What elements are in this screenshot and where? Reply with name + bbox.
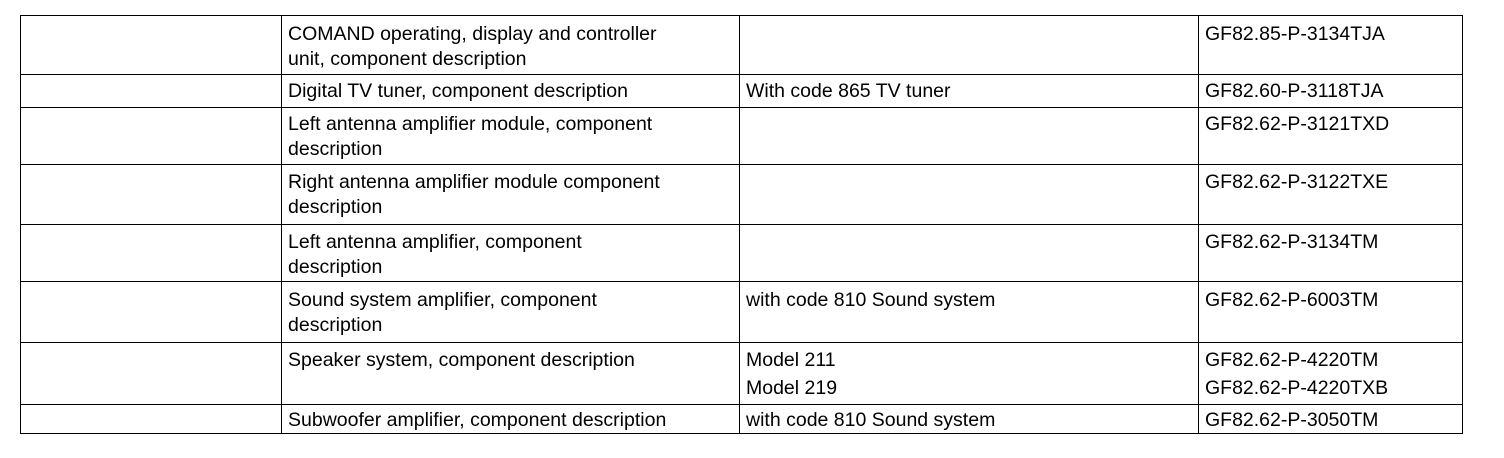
- condition-cell: [739, 224, 1199, 282]
- condition-text: with code 810 Sound system: [746, 289, 996, 311]
- component-text: Left antenna amplifier, component: [288, 231, 582, 253]
- table-row: Digital TV tuner, component description …: [20, 74, 1463, 108]
- component-text: Digital TV tuner, component description: [288, 80, 628, 102]
- condition-text: Model 219: [746, 377, 838, 399]
- component-text: Subwoofer amplifier, component descripti…: [288, 409, 667, 431]
- document-number: GF82.62-P-6003TM: [1205, 289, 1379, 311]
- component-text: Right antenna amplifier module component: [288, 171, 660, 193]
- document-cell: GF82.62-P-3050TM: [1198, 404, 1463, 434]
- component-text: description: [288, 196, 383, 218]
- component-text: Speaker system, component description: [288, 349, 635, 371]
- condition-text: with code 810 Sound system: [746, 409, 996, 431]
- group-cell: [20, 281, 282, 343]
- component-table: COMAND operating, display and controller…: [20, 15, 1463, 434]
- document-cell: GF82.62-P-4220TM GF82.62-P-4220TXB: [1198, 342, 1463, 405]
- component-cell: Left antenna amplifier module, component…: [281, 107, 740, 165]
- condition-cell: [739, 164, 1199, 225]
- document-cell: GF82.60-P-3118TJA: [1198, 74, 1463, 108]
- group-cell: [20, 224, 282, 282]
- table-row: Subwoofer amplifier, component descripti…: [20, 404, 1463, 434]
- document-number: GF82.62-P-3134TM: [1205, 231, 1379, 253]
- component-text: description: [288, 138, 383, 160]
- condition-cell: with code 810 Sound system: [739, 281, 1199, 343]
- document-number: GF82.62-P-3121TXD: [1205, 113, 1390, 135]
- document-number: GF82.60-P-3118TJA: [1205, 80, 1384, 102]
- condition-cell: [739, 15, 1199, 75]
- document-number: GF82.62-P-4220TXB: [1205, 377, 1389, 399]
- document-cell: GF82.62-P-3121TXD: [1198, 107, 1463, 165]
- table-row: Left antenna amplifier module, component…: [20, 107, 1463, 165]
- component-text: description: [288, 314, 383, 336]
- table-row: Right antenna amplifier module component…: [20, 164, 1463, 225]
- document-number: GF82.62-P-4220TM: [1205, 349, 1379, 371]
- component-cell: Subwoofer amplifier, component descripti…: [281, 404, 740, 434]
- table-row: Speaker system, component description Mo…: [20, 342, 1463, 405]
- document-cell: GF82.62-P-3134TM: [1198, 224, 1463, 282]
- component-cell: Right antenna amplifier module component…: [281, 164, 740, 225]
- document-number: GF82.85-P-3134TJA: [1205, 23, 1385, 45]
- document-number: GF82.62-P-3122TXE: [1205, 171, 1389, 193]
- condition-cell: Model 211 Model 219: [739, 342, 1199, 405]
- condition-text: Model 211: [746, 349, 836, 371]
- group-cell: [20, 404, 282, 434]
- group-cell: [20, 74, 282, 108]
- table-row: Left antenna amplifier, component descri…: [20, 224, 1463, 282]
- component-text: description: [288, 256, 383, 278]
- component-cell: COMAND operating, display and controller…: [281, 15, 740, 75]
- component-cell: Sound system amplifier, component descri…: [281, 281, 740, 343]
- component-cell: Left antenna amplifier, component descri…: [281, 224, 740, 282]
- document-cell: GF82.85-P-3134TJA: [1198, 15, 1463, 75]
- condition-text: With code 865 TV tuner: [746, 80, 951, 102]
- document-number: GF82.62-P-3050TM: [1205, 409, 1379, 431]
- component-text: Sound system amplifier, component: [288, 289, 597, 311]
- group-cell: [20, 164, 282, 225]
- condition-cell: [739, 107, 1199, 165]
- group-cell: [20, 107, 282, 165]
- component-text: unit, component description: [288, 48, 527, 70]
- table-row: Sound system amplifier, component descri…: [20, 281, 1463, 343]
- component-cell: Speaker system, component description: [281, 342, 740, 405]
- document-cell: GF82.62-P-3122TXE: [1198, 164, 1463, 225]
- component-text: COMAND operating, display and controller: [288, 23, 657, 45]
- group-cell: [20, 342, 282, 405]
- condition-cell: with code 810 Sound system: [739, 404, 1199, 434]
- document-cell: GF82.62-P-6003TM: [1198, 281, 1463, 343]
- group-cell: [20, 15, 282, 75]
- condition-cell: With code 865 TV tuner: [739, 74, 1199, 108]
- table-row: COMAND operating, display and controller…: [20, 15, 1463, 75]
- component-cell: Digital TV tuner, component description: [281, 74, 740, 108]
- component-text: Left antenna amplifier module, component: [288, 113, 653, 135]
